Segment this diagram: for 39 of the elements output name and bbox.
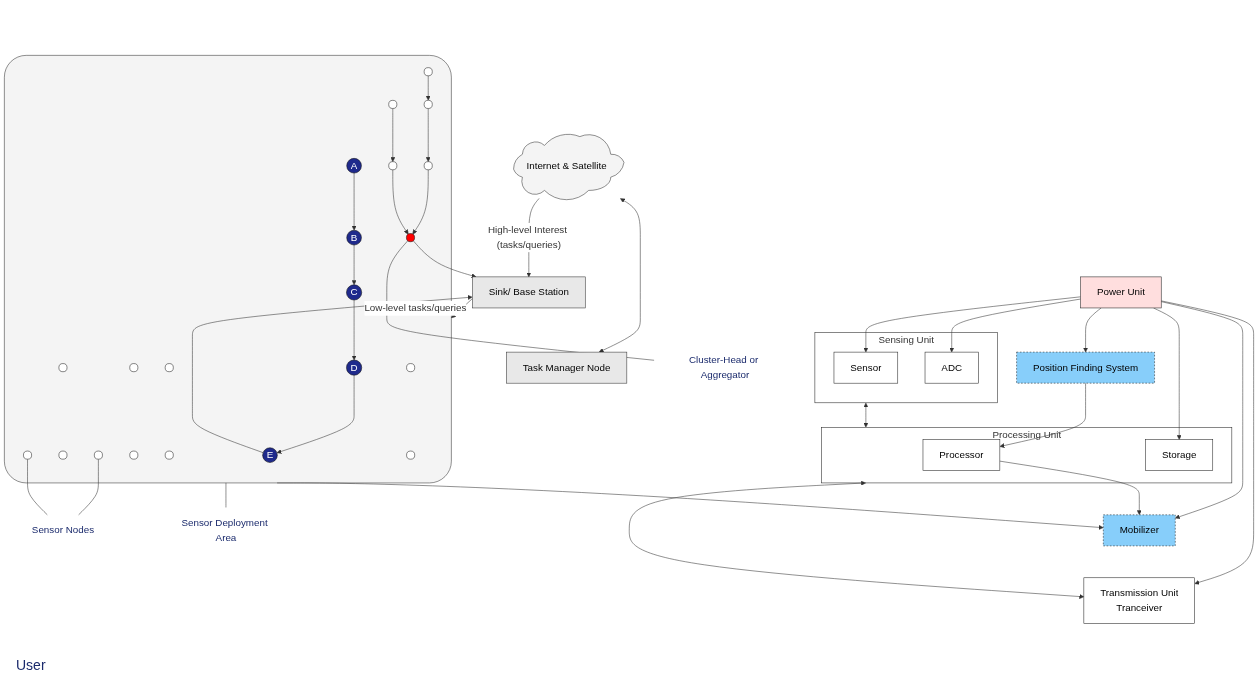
node-box: Transmission Unit Tranceiver (1083, 577, 1195, 624)
node-box: Sensor (833, 351, 899, 384)
connector (78, 458, 99, 516)
node-box: Processor (922, 439, 1001, 471)
node-circle (423, 161, 433, 171)
node-circle (388, 161, 398, 171)
node-circle (129, 450, 139, 460)
node-circle (129, 363, 139, 373)
node-circle: B (346, 230, 362, 246)
node-text: Sensor Nodes (31, 524, 95, 536)
connector (27, 458, 48, 516)
node-box: ADC (924, 351, 979, 384)
node-box: Mobilizer (1103, 514, 1176, 547)
node-box: Storage (1145, 439, 1214, 471)
node-circle (164, 363, 174, 373)
node-circle (423, 100, 433, 109)
caption-text: User (16, 657, 46, 673)
node-circle (58, 450, 68, 460)
node-circle: D (346, 359, 362, 376)
edge-label: High-level Interest (tasks/queries) (487, 224, 567, 251)
node-circle (406, 450, 415, 460)
node-box: Power Unit (1080, 276, 1162, 309)
node-circle (164, 450, 174, 460)
node-box: Sink/ Base Station (472, 276, 586, 309)
edge-label: Low-level tasks/queries (364, 302, 467, 314)
node-circle (58, 363, 68, 373)
node-circle (423, 67, 433, 77)
node-text: Sensor Deployment Area (181, 517, 268, 543)
node-circle (406, 233, 415, 243)
node-box: Task Manager Node (506, 351, 628, 384)
node-circle: C (346, 284, 362, 301)
node-circle (406, 363, 415, 373)
node-circle: A (346, 158, 362, 174)
node-circle (388, 100, 398, 109)
node-circle: E (262, 447, 278, 463)
node-circle (94, 450, 103, 460)
node-circle (23, 450, 32, 460)
node-box: Position Finding System (1016, 351, 1155, 384)
node-text: Cluster-Head or Aggregator (688, 354, 759, 381)
